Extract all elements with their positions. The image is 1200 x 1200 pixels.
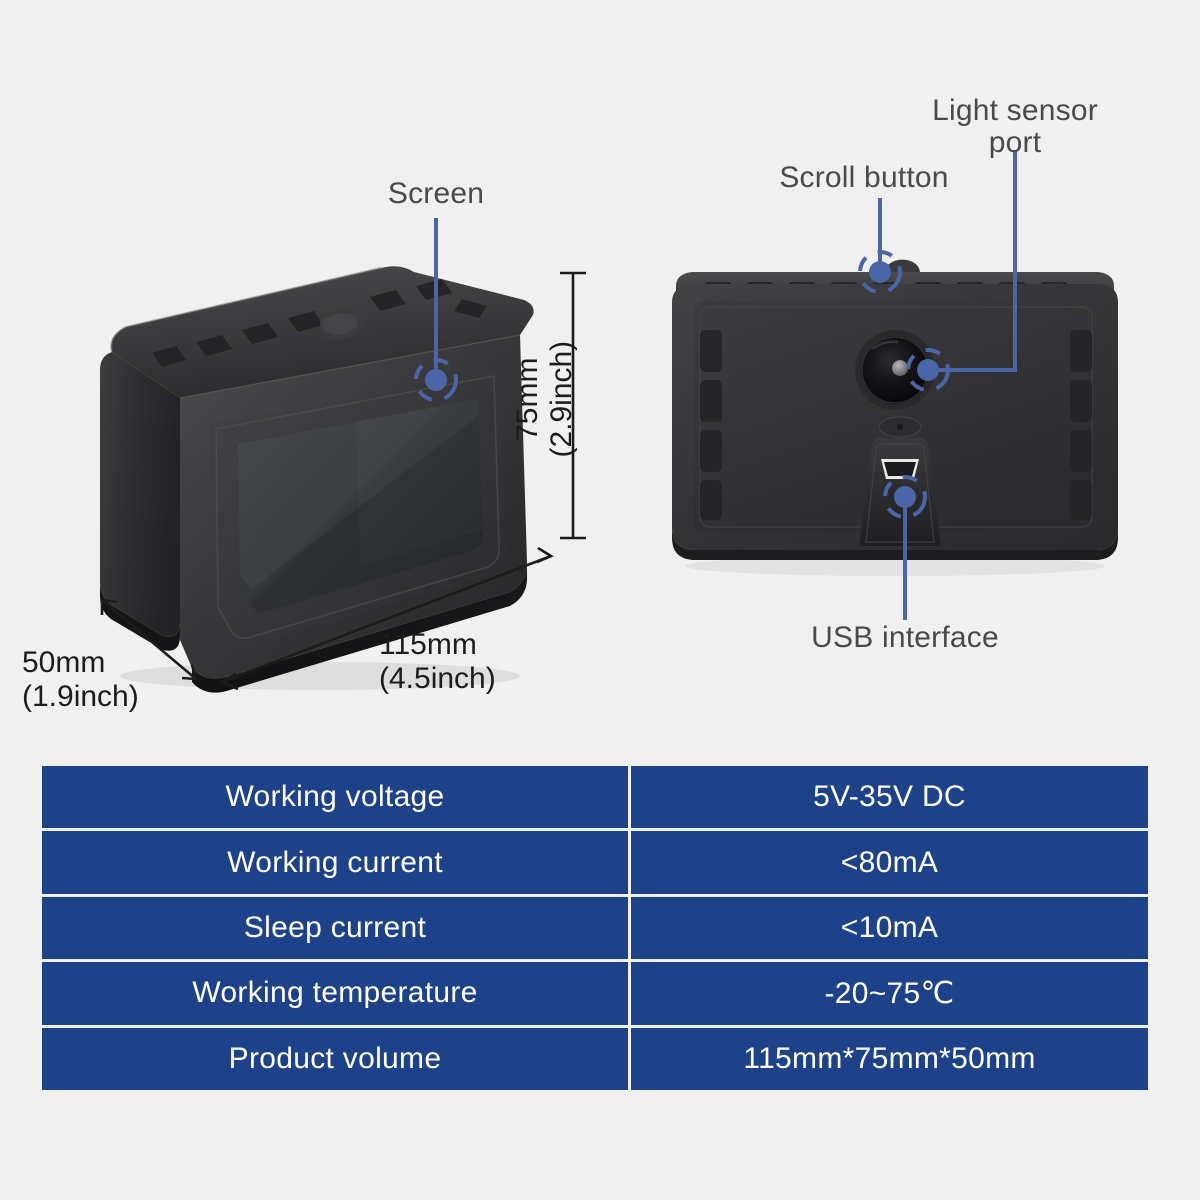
device-front-view	[100, 266, 534, 693]
table-row: Working voltage 5V-35V DC	[42, 766, 1148, 829]
spec-value-cell: -20~75℃	[631, 962, 1148, 1025]
light-sensor-marker[interactable]	[902, 344, 954, 396]
callout-label-light-sensor-port: Light sensor port	[932, 94, 1098, 160]
device-back-view	[672, 259, 1118, 576]
dimension-lines	[100, 271, 586, 691]
spec-label-cell: Working voltage	[42, 766, 628, 829]
width-dimension-line	[219, 546, 554, 691]
dimension-label-depth: 50mm (1.9inch)	[22, 646, 139, 714]
spec-value-cell: <10mA	[631, 896, 1148, 960]
callout-label-scroll-button: Scroll button	[779, 161, 949, 194]
scroll-button-marker[interactable]	[854, 246, 906, 298]
callout-lines	[434, 150, 1017, 620]
scroll-button-bump-back	[884, 259, 920, 272]
table-row: Sleep current <10mA	[42, 896, 1148, 960]
spec-value-cell: 115mm*75mm*50mm	[631, 1027, 1148, 1091]
spec-value-cell: 5V-35V DC	[631, 766, 1148, 829]
reset-hole	[878, 416, 922, 438]
right-side-ribs	[1070, 330, 1092, 520]
table-row: Working current <80mA	[42, 831, 1148, 894]
light-sensor-lens	[855, 330, 935, 410]
usb-interface-port	[881, 459, 919, 479]
callout-markers	[410, 246, 954, 523]
light-sensor-leader-line	[938, 150, 1017, 372]
callout-label-screen: Screen	[387, 177, 485, 210]
dimension-label-width: 115mm (4.5inch)	[379, 628, 496, 696]
spec-label-cell: Working current	[42, 831, 628, 894]
spec-label-cell: Working temperature	[42, 962, 628, 1025]
table-row: Product volume 115mm*75mm*50mm	[42, 1027, 1148, 1091]
dimension-label-height: 75mm (2.9inch)	[510, 340, 578, 458]
table-row: Working temperature -20~75℃	[42, 962, 1148, 1025]
spec-label-cell: Product volume	[42, 1027, 628, 1091]
left-side-ribs	[700, 330, 722, 520]
spec-label-cell: Sleep current	[42, 896, 628, 960]
spec-table: Working voltage 5V-35V DC Working curren…	[42, 766, 1148, 1091]
spec-value-cell: <80mA	[631, 831, 1148, 894]
device-screen	[238, 399, 484, 612]
usb-interface-marker[interactable]	[879, 471, 931, 523]
height-dimension-line	[560, 271, 586, 540]
screen-marker[interactable]	[410, 354, 462, 406]
depth-dimension-line	[100, 598, 198, 681]
callout-label-usb-interface: USB interface	[811, 621, 999, 654]
